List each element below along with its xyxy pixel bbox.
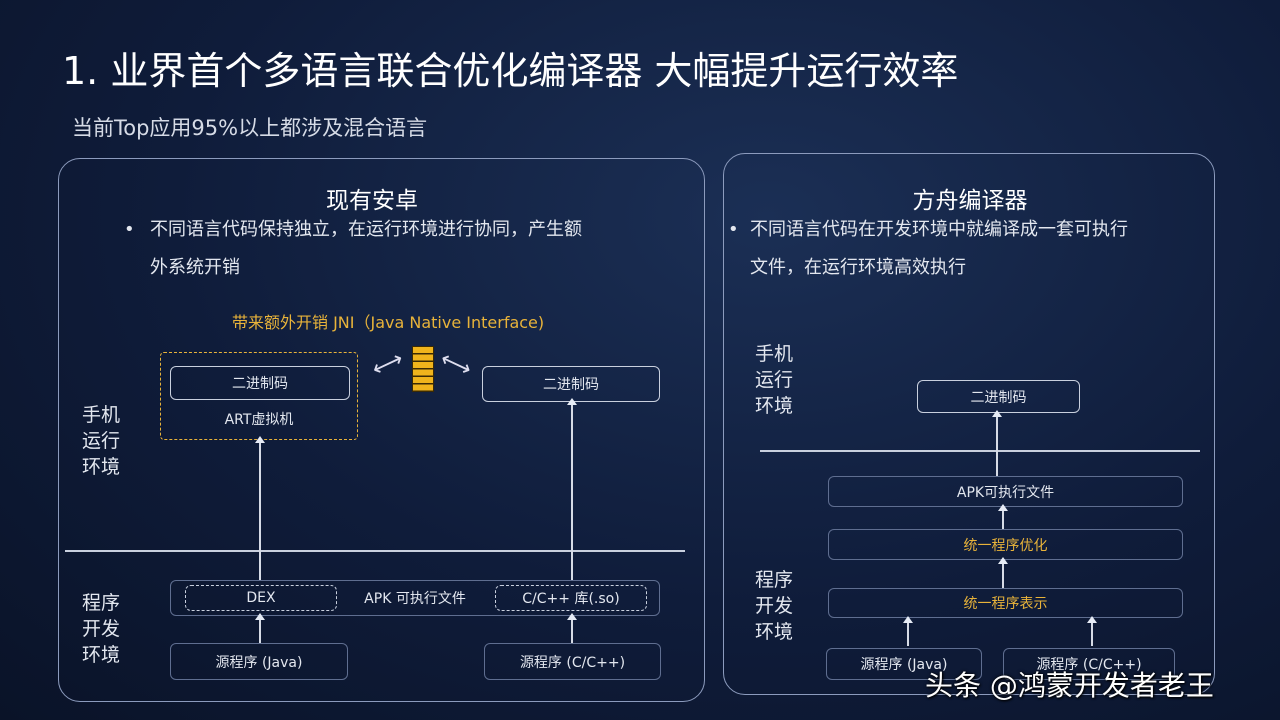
apk-bar: APK 可执行文件 <box>170 580 660 616</box>
ark-source-java-box: 源程序 (Java) <box>826 648 982 680</box>
divider <box>760 450 1200 452</box>
art-vm-label: ART虚拟机 <box>224 412 294 428</box>
arrow-up-icon <box>255 436 265 580</box>
ark-source-c-box: 源程序 (C/C++) <box>1003 648 1175 680</box>
binary-label: 二进制码 <box>543 377 599 393</box>
arrow-up-icon <box>255 613 265 643</box>
ark-heading: 方舟编译器 <box>912 188 1028 214</box>
android-heading: 现有安卓 <box>326 188 418 214</box>
arrow-up-icon <box>903 616 913 646</box>
ark-apk-box: APK可执行文件 <box>828 476 1183 507</box>
slide-subtitle: 当前Top应用95%以上都涉及混合语言 <box>72 116 428 140</box>
binary-label: 二进制码 <box>970 389 1027 406</box>
arrow-up-icon <box>998 557 1008 588</box>
android-panel <box>58 158 705 702</box>
android-runtime-label: 手机运行环境 <box>82 404 121 478</box>
dex-label: DEX <box>246 590 276 606</box>
source-java-box: 源程序 (Java) <box>170 643 348 680</box>
android-bullet-line2: 外系统开销 <box>150 257 240 278</box>
ark-runtime-label: 手机运行环境 <box>755 343 794 417</box>
optimization-label: 统一程序优化 <box>963 537 1048 554</box>
source-c-label: 源程序 (C/C++) <box>1036 657 1142 673</box>
ark-panel <box>723 153 1215 695</box>
dex-box: DEX <box>185 585 337 611</box>
representation-label: 统一程序表示 <box>963 596 1048 612</box>
binary-label: 二进制码 <box>232 376 288 392</box>
unified-optimization-box: 统一程序优化 <box>828 529 1183 560</box>
so-library-box: C/C++ 库(.so) <box>495 585 647 611</box>
arrow-up-icon <box>1087 616 1097 646</box>
source-c-label: 源程序 (C/C++) <box>519 654 626 671</box>
ark-bullet-line2: 文件，在运行环境高效执行 <box>750 257 966 278</box>
ark-dev-label: 程序开发环境 <box>755 569 794 643</box>
bullet-dot: • <box>728 219 739 240</box>
source-java-label: 源程序 (Java) <box>215 654 303 671</box>
arrow-up-icon <box>567 613 577 643</box>
jni-note: 带来额外开销 JNI（Java Native Interface) <box>232 313 545 332</box>
binary-box-native: 二进制码 <box>482 366 660 402</box>
arrow-up-icon <box>992 410 1002 476</box>
binary-box-java: 二进制码 <box>170 366 350 400</box>
slide-title: 1. 业界首个多语言联合优化编译器 大幅提升运行效率 <box>62 49 959 93</box>
ark-binary-box: 二进制码 <box>917 380 1080 413</box>
divider <box>65 550 685 552</box>
android-bullet-line1: 不同语言代码保持独立，在运行环境进行协同，产生额 <box>150 219 582 240</box>
android-dev-label: 程序开发环境 <box>82 592 121 666</box>
so-label: C/C++ 库(.so) <box>522 591 620 607</box>
bullet-dot: • <box>124 219 135 240</box>
arrow-up-icon <box>998 504 1008 529</box>
source-java-label: 源程序 (Java) <box>860 657 948 673</box>
source-c-box: 源程序 (C/C++) <box>484 643 661 680</box>
ark-bullet-line1: 不同语言代码在开发环境中就编译成一套可执行 <box>750 219 1128 240</box>
unified-representation-box: 统一程序表示 <box>828 588 1183 618</box>
watermark: 头条 @鸿蒙开发者老王 <box>925 669 1214 702</box>
apk-label: APK 可执行文件 <box>364 591 466 607</box>
jni-stack-icon <box>412 346 434 392</box>
apk-label: APK可执行文件 <box>956 484 1055 501</box>
arrow-up-icon <box>567 398 577 580</box>
